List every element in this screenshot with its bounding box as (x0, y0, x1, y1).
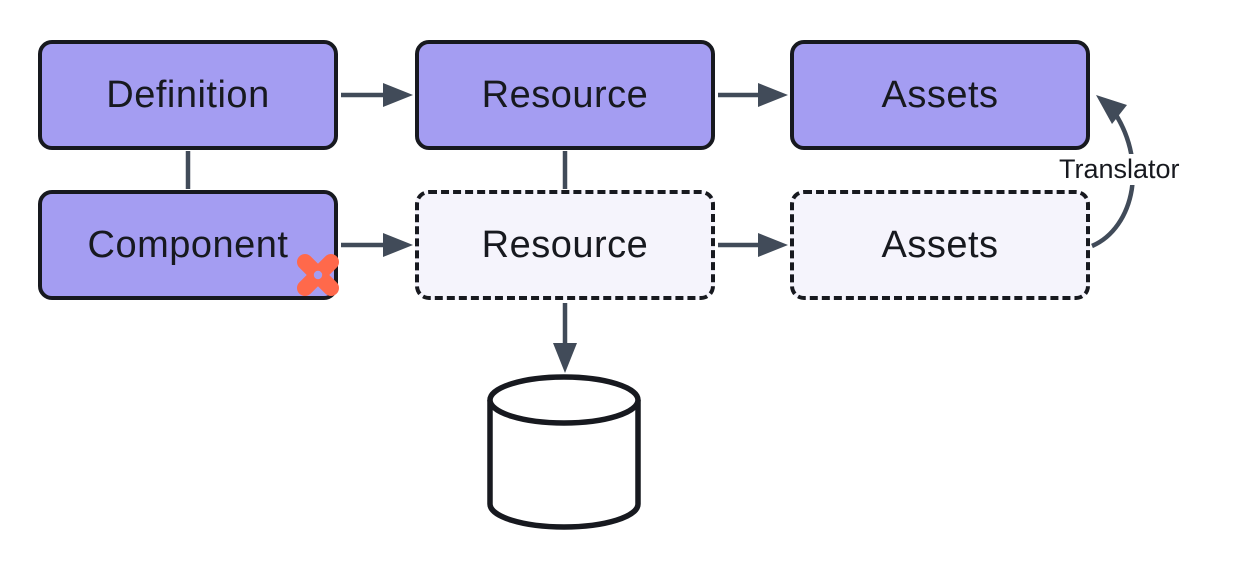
arrowhead-resource-dashed-to-assets-dashed (758, 233, 788, 257)
arrowhead-resource-to-database (553, 343, 577, 373)
node-assets-dashed: Assets (790, 190, 1090, 300)
node-resource-dashed: Resource (415, 190, 715, 300)
node-definition-label: Definition (106, 73, 270, 116)
database-cylinder-icon (487, 374, 641, 530)
node-resource-dashed-label: Resource (481, 223, 649, 266)
node-component-label: Component (87, 223, 289, 266)
arrowhead-definition-to-resource (383, 83, 413, 107)
arrow-assets-translator-curve (1091, 104, 1136, 249)
node-definition: Definition (38, 40, 338, 150)
node-assets-dashed-label: Assets (881, 223, 999, 266)
arrowhead-assets-translator-curve (1096, 95, 1127, 124)
node-assets-solid-label: Assets (881, 73, 999, 116)
node-assets-solid: Assets (790, 40, 1090, 150)
arrowhead-resource-to-assets (758, 83, 788, 107)
node-component: Component (38, 190, 339, 300)
node-resource-solid-label: Resource (481, 73, 649, 116)
translator-label: Translator (1056, 154, 1183, 185)
node-resource-solid: Resource (415, 40, 715, 150)
arrowhead-component-to-resource (383, 233, 413, 257)
dbt-logo-icon (297, 254, 339, 296)
